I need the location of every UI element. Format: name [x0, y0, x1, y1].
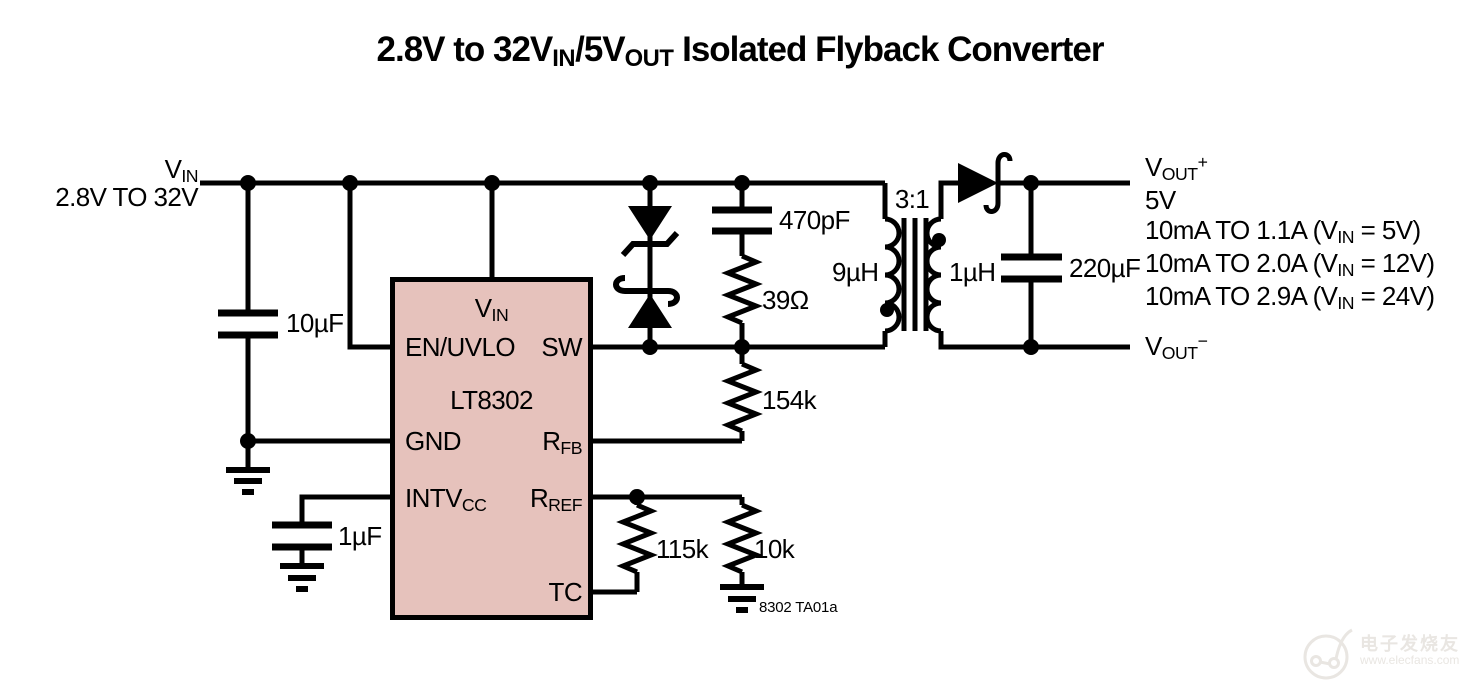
pin-subscript: IN: [491, 304, 509, 325]
vin-text: V: [164, 154, 182, 184]
junction-dots: [240, 175, 1039, 505]
output-rating-line: 10mA TO 2.9A (VIN = 24V): [1145, 281, 1435, 314]
tc-resistor-10k: [721, 497, 763, 587]
pin-label-intvcc: INTVCC: [405, 483, 487, 514]
ground-symbol-intvcc: [280, 563, 324, 592]
vout-minus-label: VOUT−: [1145, 331, 1208, 363]
vout-text: V: [1145, 152, 1162, 182]
rating-text: = 24V): [1354, 281, 1435, 311]
pin-label-rref: RREF: [529, 483, 583, 514]
rating-text: = 12V): [1354, 248, 1435, 278]
secondary-bottom-lead: [938, 331, 1130, 350]
output-diode: [958, 152, 1130, 214]
title-subscript-in: IN: [552, 45, 576, 73]
vout-subscript: OUT: [1161, 342, 1198, 363]
rfb-resistor: [593, 347, 763, 444]
pin-label-rfb: RFB: [542, 426, 582, 457]
pin-subscript: REF: [548, 494, 582, 515]
input-cap-value: 10µF: [286, 308, 344, 338]
snubber-res-value: 39Ω: [762, 285, 809, 315]
pin-text: V: [474, 293, 492, 323]
title-subscript-out: OUT: [624, 45, 674, 73]
secondary-phase-dot: [932, 233, 946, 247]
watermark-text: 电子发烧友 www.elecfans.com: [1360, 633, 1460, 668]
out-cap-value: 220µF: [1069, 253, 1141, 283]
turns-ratio: 3:1: [894, 184, 930, 214]
primary-winding: [884, 216, 902, 334]
pin-label-gnd: GND: [405, 426, 462, 456]
pin-label-en-uvlo: EN/UVLO: [405, 332, 516, 362]
output-capacitor: [1001, 183, 1062, 347]
rating-subscript: IN: [1337, 292, 1355, 313]
snubber-resistor-zigzag: [721, 253, 763, 326]
ref-resistor-115k: [593, 497, 658, 595]
tvs-triangle-down: [628, 206, 672, 240]
pin-text: R: [542, 426, 561, 456]
output-rating-line: 10mA TO 1.1A (VIN = 5V): [1145, 215, 1434, 248]
ground-symbol-10k: [720, 584, 764, 613]
vout-text: V: [1145, 331, 1162, 361]
ground-symbol-input: [226, 467, 270, 495]
ic-lt8302: VIN EN/UVLO SW LT8302 GND RFB INTVCC RRE…: [390, 277, 593, 620]
vin-subscript: IN: [181, 165, 198, 186]
rating-subscript: IN: [1337, 259, 1355, 280]
watermark-site-name: 电子发烧友: [1360, 633, 1460, 654]
pin-label-tc: TC: [548, 577, 583, 607]
ic-part-number: LT8302: [450, 385, 533, 415]
watermark-site-url: www.elecfans.com: [1360, 653, 1460, 668]
tvs-triangle-up: [628, 294, 672, 328]
pin-text: INTV: [405, 483, 462, 513]
vout-plus-label: VOUT+: [1145, 152, 1434, 185]
secondary-winding: [924, 216, 942, 334]
input-capacitor: [218, 183, 278, 470]
vin-name: VIN: [40, 154, 199, 186]
figure-note: 8302 TA01a: [759, 599, 838, 616]
title-part: Isolated Flyback Converter: [673, 30, 1104, 69]
output-voltage: 5V: [1145, 185, 1176, 215]
pin-subscript: CC: [461, 494, 487, 515]
title-part: /5V: [575, 30, 626, 69]
transformer: [880, 180, 1130, 350]
pin-text: R: [529, 483, 549, 513]
title-part: 2.8V to 32V: [376, 30, 554, 69]
fb-res-value: 154k: [762, 385, 817, 415]
vout-subscript: OUT: [1161, 163, 1198, 184]
rating-text: 10mA TO 1.1A (V: [1145, 215, 1338, 245]
elecfans-logo-icon: [1303, 628, 1353, 680]
pin-label-sw: SW: [541, 332, 582, 362]
rating-text: 10mA TO 2.0A (V: [1145, 248, 1338, 278]
primary-inductance: 9µH: [832, 257, 879, 287]
vin-range: 2.8V TO 32V: [55, 182, 198, 213]
pin-label-vin: VIN: [395, 293, 588, 324]
rating-text: = 5V): [1354, 215, 1421, 245]
watermark: 电子发烧友 www.elecfans.com: [1300, 620, 1460, 682]
tc-res-value: 10k: [754, 534, 795, 564]
diode-triangle: [958, 163, 998, 203]
vout-minus-sign: −: [1197, 331, 1208, 352]
snubber-branch: [712, 183, 772, 347]
vin-input-label: VIN 2.8V TO 32V: [40, 155, 198, 211]
output-rating-line: 10mA TO 2.0A (VIN = 12V): [1145, 248, 1435, 281]
tvs-clamp-diode: [613, 183, 680, 347]
tvs-curl-bar: [613, 275, 680, 307]
snubber-cap-value: 470pF: [779, 205, 850, 235]
pin-subscript: FB: [560, 437, 582, 458]
page-title: 2.8V to 32VIN/5VOUT Isolated Flyback Con…: [0, 30, 1480, 73]
output-label-block: VOUT+ 5V 10mA TO 1.1A (VIN = 5V) 10mA TO…: [1145, 152, 1435, 314]
vcc-cap-value: 1µF: [338, 521, 382, 551]
primary-phase-dot: [880, 303, 894, 317]
secondary-inductance: 1µH: [949, 257, 996, 287]
vout-plus-sign: +: [1197, 152, 1208, 173]
rating-subscript: IN: [1337, 226, 1355, 247]
rating-text: 10mA TO 2.9A (V: [1145, 281, 1338, 311]
secondary-top-lead: [938, 180, 958, 219]
ref-res-value: 115k: [656, 534, 709, 564]
en-uvlo-wire: [347, 183, 390, 350]
tvs-zener-bar: [620, 230, 680, 258]
